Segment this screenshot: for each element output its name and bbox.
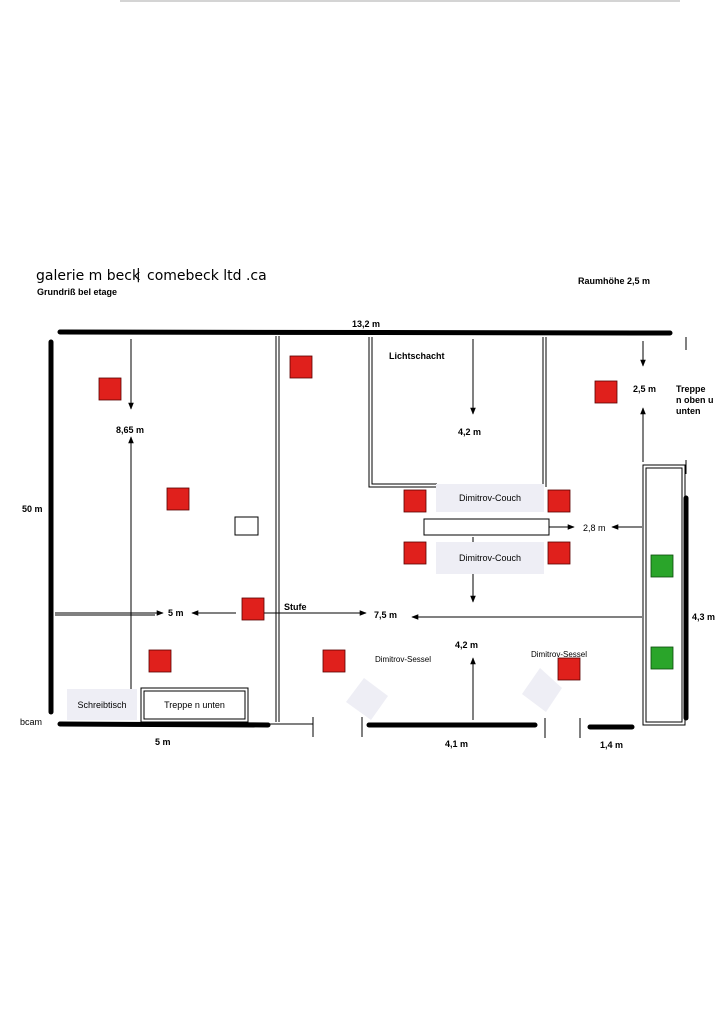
red-marker-5: [403, 489, 427, 513]
dim-mid-width: 7,5 m: [374, 610, 398, 620]
bcam-label: bcam: [20, 717, 43, 727]
armchair-left: [346, 678, 388, 720]
couch-bottom: [436, 542, 544, 574]
green-marker-2: [650, 646, 674, 670]
title-separator: |: [136, 267, 141, 283]
red-marker-1: [98, 377, 122, 401]
outer-walls: [48, 329, 689, 730]
red-marker-10: [148, 649, 172, 673]
wall-top: [57, 329, 673, 336]
dim-bottom-mid: 4,1 m: [445, 739, 469, 749]
dim-right-depth: 2,5 m: [633, 384, 657, 394]
green-marker-1: [650, 554, 674, 578]
treppe-right-label: Treppe n oben u unten: [676, 384, 714, 416]
room-height-label: Raumhöhe 2,5 m: [578, 276, 651, 286]
sessel-left-label: Dimitrov-Sessel: [375, 655, 432, 664]
couch-top: [436, 484, 544, 512]
armchair-right: [522, 668, 562, 712]
dim-couch-gap: 2,8 m: [583, 523, 606, 533]
dim-left-width: 5 m: [168, 608, 184, 618]
green-markers: [650, 554, 674, 670]
couch-bottom-label: Dimitrov-Couch: [458, 553, 521, 563]
sessel-right-label: Dimitrov-Sessel: [531, 650, 588, 659]
dimension-arrows: [55, 339, 646, 720]
plan-subtitle: Grundriß bel etage: [37, 287, 118, 297]
red-marker-7: [403, 541, 427, 565]
gallery-title: galerie m beck: [36, 268, 141, 284]
low-table: [423, 518, 550, 536]
pedestal: [234, 516, 259, 536]
red-marker-4: [166, 487, 190, 511]
wall-bottom-left: [57, 721, 271, 728]
lichtschacht-label: Lichtschacht: [389, 351, 445, 361]
stufe-label: Stufe: [284, 602, 307, 612]
schreibtisch-label: Schreibtisch: [77, 699, 127, 710]
dim-left-room-depth: 8,65 m: [116, 425, 145, 435]
red-marker-12: [557, 657, 581, 681]
staircase-right: [642, 464, 686, 726]
dim-bottom-right: 1,4 m: [600, 740, 624, 750]
red-marker-8: [547, 541, 571, 565]
furniture: [67, 484, 562, 723]
brand-name: comebeck ltd .ca: [147, 268, 267, 284]
red-markers: [98, 355, 618, 681]
dim-top-width: 13,2 m: [352, 319, 381, 329]
red-marker-2: [289, 355, 313, 379]
red-marker-9: [241, 597, 265, 621]
desk: [67, 689, 137, 720]
red-marker-11: [322, 649, 346, 673]
dim-bottom-left: 5 m: [155, 737, 171, 747]
interior-walls: [55, 336, 687, 738]
stair-down-inner: [143, 690, 246, 720]
dim-left-height: 50 m: [22, 504, 43, 514]
red-marker-6: [547, 489, 571, 513]
scan-edge: [120, 0, 680, 2]
couch-top-label: Dimitrov-Couch: [458, 493, 521, 503]
red-marker-3: [594, 380, 618, 404]
dim-lichtschacht-top: 4,2 m: [458, 427, 482, 437]
dim-lichtschacht-bottom: 4,2 m: [455, 640, 479, 650]
treppe-unten-label: Treppe n unten: [164, 700, 225, 710]
dim-right-height: 4,3 m: [692, 612, 716, 622]
